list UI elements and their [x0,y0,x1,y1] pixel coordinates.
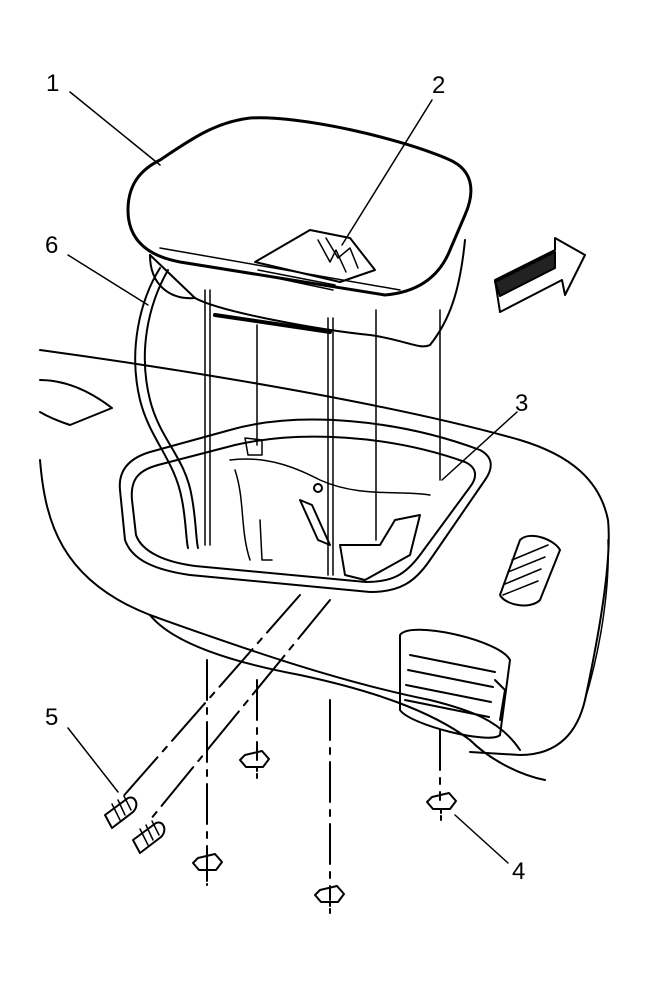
screw [133,821,164,853]
nut [315,886,344,915]
wire-harness [135,268,198,548]
callout-3: 3 [515,390,529,417]
instrument-panel [40,350,609,780]
nut [427,793,456,820]
screw [105,796,136,828]
leader-lines [68,92,517,863]
forward-arrow-icon [495,238,585,312]
nut [240,751,269,780]
air-vent-small [500,536,560,606]
fastener-paths [120,290,440,900]
console-lid [128,118,471,347]
callout-1: 1 [46,70,60,97]
callout-6: 6 [45,232,59,259]
callout-5: 5 [45,704,59,731]
callout-2: 2 [432,72,446,99]
console-opening [120,420,491,592]
nut [193,854,222,885]
callout-4: 4 [512,858,526,885]
air-vent-large [400,630,510,738]
